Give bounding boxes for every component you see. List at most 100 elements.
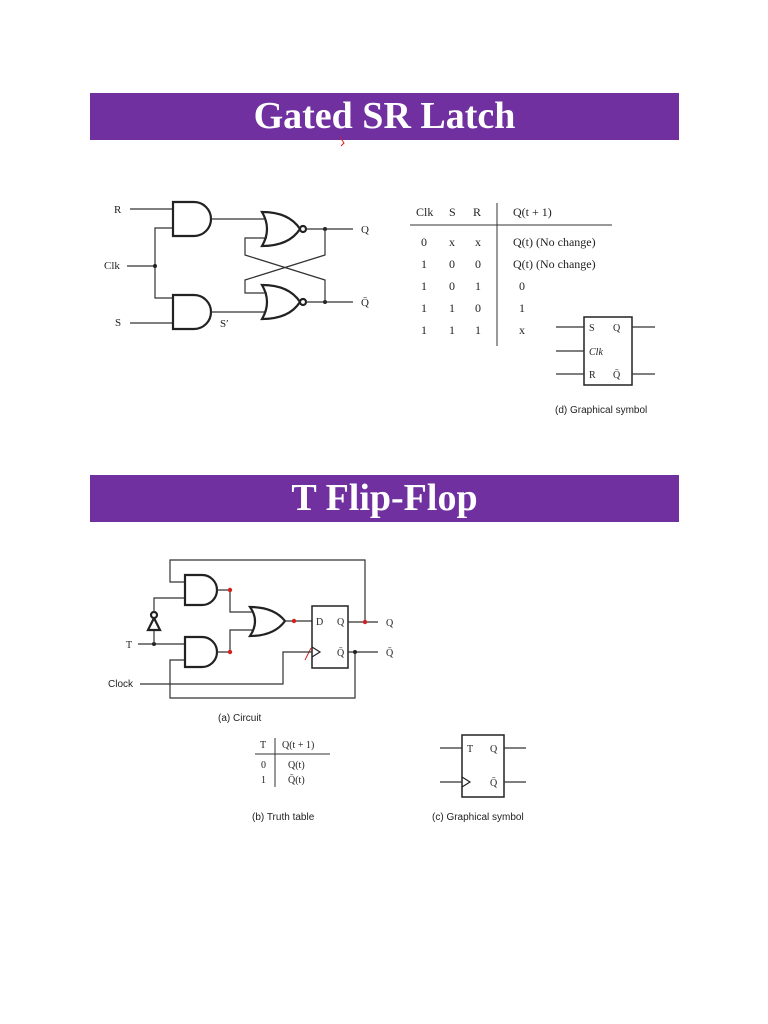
table-cell: 1 — [421, 257, 427, 271]
table-row: 1 0 0 Q(t) (No change) — [421, 257, 596, 271]
table-cell: Q(t) (No change) — [513, 257, 596, 271]
red-junction-dot — [227, 587, 233, 593]
wire-clock — [140, 651, 312, 685]
feedback-bottom-to-top — [244, 237, 326, 302]
wire-and-bottom-out — [217, 629, 254, 653]
table-header: Q(t + 1) — [282, 740, 314, 751]
ff-d-label: D — [316, 617, 323, 628]
nor-gate-bottom — [260, 283, 302, 321]
s-prime-label: S′ — [220, 318, 229, 330]
red-junction-dot — [362, 619, 368, 625]
table-cell: 1 — [421, 301, 427, 315]
sr-latch-circuit: R Clk S S′ Q Q̄ — [104, 136, 369, 331]
feedback-q-wire — [169, 559, 366, 622]
and-gate-top — [171, 200, 213, 238]
input-clock-label: Clock — [108, 679, 134, 690]
table-header: R — [473, 205, 481, 219]
table-cell: 0 — [421, 235, 427, 249]
table-row: 0 x x Q(t) (No change) — [421, 235, 596, 249]
table-cell: 0 — [449, 257, 455, 271]
table-cell: Q(t) — [288, 760, 305, 771]
table-cell: 0 — [475, 301, 481, 315]
output-q-bar-label: Q̄ — [386, 647, 394, 659]
output-q-label: Q — [361, 224, 369, 236]
and-gate-bottom — [171, 293, 213, 331]
t-truth-table: T Q(t + 1) 0 Q(t) 1 Q̄(t) (b) Truth tabl… — [252, 738, 330, 823]
pin-q-bar-label: Q̄ — [490, 777, 498, 789]
pin-clk-label: Clk — [589, 347, 603, 358]
symbol-box — [583, 316, 633, 386]
table-cell: 1 — [421, 323, 427, 337]
t-graphical-symbol: T Q Q̄ (c) Graphical symbol — [432, 734, 526, 823]
feedback-q-bar-wire — [169, 652, 356, 699]
ff-q-bar-label: Q̄ — [337, 647, 345, 659]
table-header: Q(t + 1) — [513, 205, 552, 219]
table-row: 1 1 0 1 — [421, 301, 525, 315]
table-row: 1 Q̄(t) — [261, 774, 305, 786]
symbol-box — [461, 734, 505, 798]
wire-and-top-out — [217, 589, 254, 613]
table-cell: 0 — [475, 257, 481, 271]
output-q-label: Q — [386, 618, 394, 629]
table-header: T — [260, 740, 266, 751]
table-cell: 1 — [475, 323, 481, 337]
pin-q-label: Q — [490, 744, 498, 755]
table-cell: 0 — [449, 279, 455, 293]
table-cell: 1 — [449, 301, 455, 315]
symbol-caption: (c) Graphical symbol — [432, 812, 524, 823]
clock-triangle — [311, 646, 322, 658]
and-gate-top — [183, 573, 219, 607]
truth-table-caption: (b) Truth table — [252, 812, 315, 823]
d-flip-flop-box — [311, 605, 349, 669]
table-cell: 1 — [475, 279, 481, 293]
not-bubble — [149, 610, 159, 620]
circuit-caption: (a) Circuit — [218, 713, 262, 724]
nor-gate-top — [260, 210, 302, 248]
sr-truth-table: Clk S R Q(t + 1) 0 x x Q(t) (No change) … — [410, 203, 612, 346]
table-cell: x — [449, 235, 455, 249]
and-gate-bottom — [183, 635, 219, 669]
table-cell: 1 — [261, 775, 266, 786]
pin-t-label: T — [467, 744, 473, 755]
table-cell: 1 — [519, 301, 525, 315]
table-cell: Q(t) (No change) — [513, 235, 596, 249]
not-gate — [146, 615, 162, 632]
table-header: S — [449, 205, 456, 219]
table-row: 1 0 1 0 — [421, 279, 525, 293]
junction-dot — [353, 650, 357, 654]
nor-bubble-top — [298, 224, 308, 234]
t-flip-flop-title: T Flip-Flop — [90, 475, 679, 522]
table-header: Clk — [416, 205, 433, 219]
input-s-label: S — [115, 317, 121, 329]
table-cell: x — [519, 323, 525, 337]
table-row: 0 Q(t) — [261, 760, 305, 771]
feedback-top-to-bottom — [244, 229, 326, 294]
sr-graphical-symbol: S Clk R Q Q̄ (d) Graphical symbol — [555, 316, 655, 416]
pin-s-label: S — [589, 323, 595, 334]
or-gate — [247, 605, 287, 638]
table-cell: 1 — [449, 323, 455, 337]
input-r-label: R — [114, 204, 122, 216]
table-cell: 0 — [261, 760, 266, 771]
output-q-bar-label: Q̄ — [361, 297, 369, 309]
table-cell: x — [475, 235, 481, 249]
red-pen-mark — [304, 647, 312, 661]
pin-q-label: Q — [613, 323, 621, 334]
table-cell: 0 — [519, 279, 525, 293]
nor-bubble-bottom — [298, 297, 308, 307]
wire-clk-bus — [154, 227, 173, 299]
table-cell: 1 — [421, 279, 427, 293]
symbol-caption: (d) Graphical symbol — [555, 405, 647, 416]
t-flip-flop-circuit: T D Q Q̄ Q Q̄ Clock — [108, 559, 394, 724]
wire-t-bar — [153, 597, 185, 612]
red-pen-mark — [339, 136, 345, 147]
ff-q-label: Q — [337, 617, 345, 628]
input-t-label: T — [126, 640, 132, 651]
pin-q-bar-label: Q̄ — [613, 369, 621, 381]
red-junction-dot — [291, 618, 297, 624]
table-row: 1 1 1 x — [421, 323, 525, 337]
red-junction-dot — [227, 649, 233, 655]
clock-triangle — [461, 776, 472, 788]
input-clk-label: Clk — [104, 260, 120, 272]
